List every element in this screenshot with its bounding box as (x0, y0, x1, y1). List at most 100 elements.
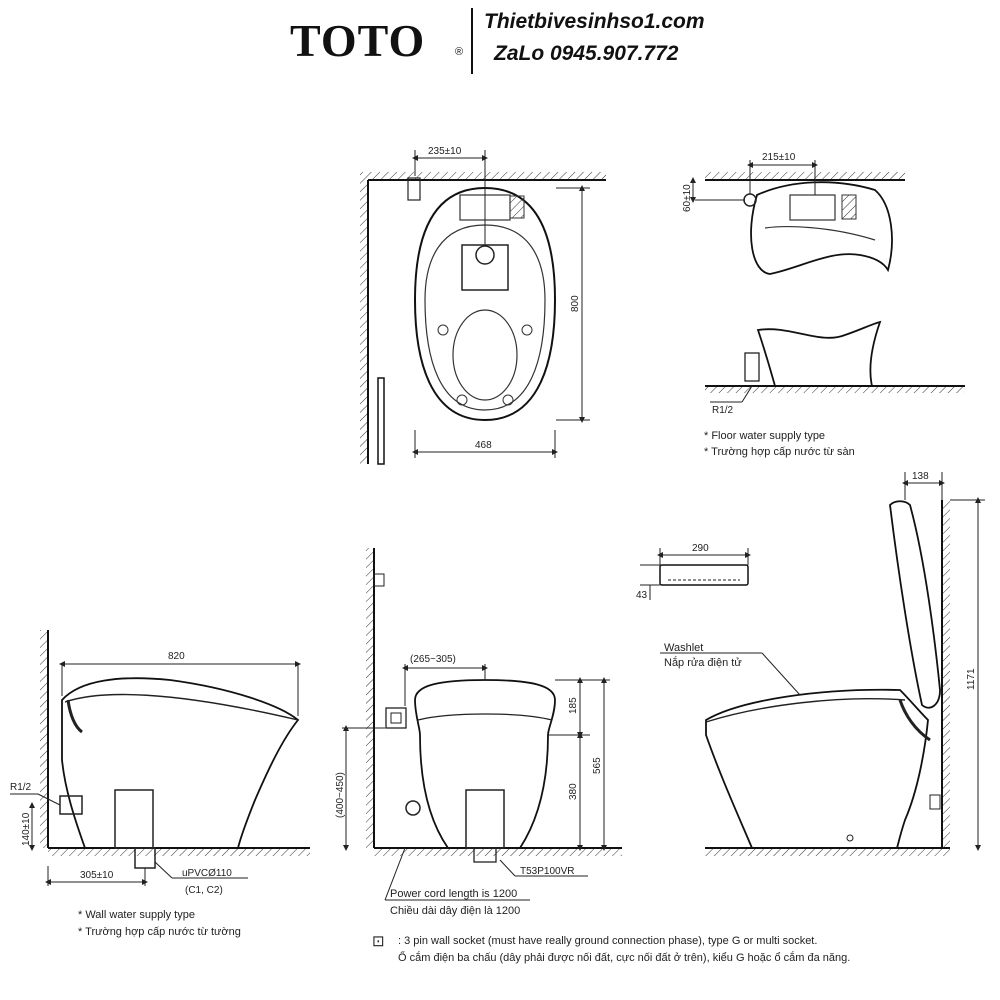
sensor-dot (846, 834, 854, 842)
drain-sub: (C1, C2) (185, 885, 223, 896)
toilet-profile-floor (756, 320, 882, 387)
cord-note-en: Power cord length is 1200 (390, 888, 517, 900)
floor-supply-view: 215±10 60±10 R1/2 * Floor water supply t… (682, 152, 965, 458)
drain-fitting-front (465, 789, 505, 849)
washlet-label-en: Washlet (664, 642, 703, 654)
registered-mark: ® (455, 46, 464, 58)
leader-line (37, 793, 61, 806)
leader-line (499, 859, 516, 877)
remote-body (659, 564, 749, 586)
dim-offset: 305±10 (80, 870, 114, 881)
seat-line-right (705, 698, 906, 723)
floor-note-vi: * Trường hợp cấp nước từ sàn (704, 446, 855, 458)
part-label: T53P100VR (520, 866, 574, 877)
washlet-label-vi: Nắp rửa điện tử (664, 656, 742, 669)
foot-right (502, 394, 514, 406)
toilet-body-front (414, 679, 556, 849)
floor-note-en: * Floor water supply type (704, 430, 825, 442)
hinge-right (898, 699, 931, 742)
seat-line-front (417, 713, 553, 721)
dim-offset: 215±10 (762, 152, 796, 163)
bolt-right (521, 324, 533, 336)
floor-hatch (48, 848, 310, 856)
control-panel (509, 195, 525, 219)
leader-line (154, 861, 173, 879)
wall-hatch (40, 630, 48, 848)
supply-inlet (743, 193, 757, 207)
wall-hatch-left (360, 172, 368, 464)
control-panel-plan (841, 194, 857, 220)
brand-logo: TOTO (290, 15, 426, 66)
toilet-outline-top (413, 186, 557, 422)
socket-inner (390, 712, 402, 724)
dim-total: 565 (592, 757, 603, 774)
wall-hatch (942, 500, 950, 848)
dim-width: (265~305) (410, 654, 456, 665)
wall-socket (385, 707, 407, 729)
dim-height: 1171 (966, 668, 977, 690)
pipe-label: R1/2 (712, 405, 734, 416)
dim-top: 185 (568, 697, 579, 714)
top-plan-view: 235±10 800 468 (360, 146, 606, 465)
drain-fitting-top (461, 244, 509, 291)
dim-remote-width: 290 (692, 543, 709, 554)
socket-note: ⊡ : 3 pin wall socket (must have really … (372, 933, 850, 964)
seat-edge (764, 226, 876, 241)
drain-hole (475, 245, 495, 265)
header-divider (471, 8, 473, 74)
leader-line (384, 847, 406, 901)
open-lid (889, 500, 941, 709)
leader-line (741, 385, 753, 403)
lid-line (64, 693, 299, 721)
drain-label: uPVCØ110 (182, 868, 232, 879)
floor-valve (744, 352, 760, 382)
tank-cover-plan (789, 194, 836, 221)
dim-lid: 138 (912, 471, 929, 482)
wall-note-vi: * Trường hợp cấp nước từ tường (78, 926, 241, 938)
bowl-opening (452, 309, 518, 401)
dim-height: 60±10 (682, 184, 693, 212)
dim-width-bottom: 468 (475, 440, 492, 451)
wall-note-en: * Wall water supply type (78, 909, 195, 921)
wall-hatch (705, 172, 905, 180)
drain-fitting-side (114, 789, 154, 849)
dim-socket-height: (400~450) (335, 772, 346, 818)
toilet-outline-plan (750, 181, 893, 275)
dim-length: 820 (168, 651, 185, 662)
cord-note-vi: Chiều dài dây điện là 1200 (390, 905, 520, 917)
wall-bracket (373, 573, 385, 587)
dim-height: 140±10 (21, 812, 32, 846)
floor-hatch (374, 848, 622, 856)
dim-remote-height: 43 (636, 590, 648, 601)
leader-line (761, 652, 801, 696)
socket-side (377, 377, 385, 465)
foot-left (456, 394, 468, 406)
socket-note-en: : 3 pin wall socket (must have really gr… (398, 935, 817, 947)
open-lid-view: 138 1171 Washlet Nắp rửa điện tử (660, 471, 985, 856)
side-view: 820 R1/2 140±10 305±10 uPVCØ110 (C1, C2)… (10, 630, 310, 938)
socket-symbol: ⊡ (372, 933, 385, 950)
header: TOTO ® Thietbivesinhso1.com ZaLo 0945.90… (0, 0, 1000, 80)
toilet-body-right (705, 688, 929, 849)
bolt-left (437, 324, 449, 336)
dim-mid: 380 (568, 783, 579, 800)
drain-pipe-front (473, 847, 497, 863)
toilet-rim-top (424, 224, 546, 411)
pipe-label: R1/2 (10, 782, 32, 793)
water-valve-top (407, 177, 421, 201)
dim-width-top: 235±10 (428, 146, 462, 157)
front-view: (265~305) (400~450) 185 380 565 T53P100V… (335, 548, 622, 917)
toilet-body-side (61, 677, 300, 849)
floor-hatch (705, 848, 950, 856)
website-text: Thietbivesinhso1.com (484, 10, 705, 33)
remote-control: 290 43 (636, 543, 751, 601)
socket-note-vi: Ổ cắm điện ba chấu (dây phải được nối đấ… (398, 951, 850, 964)
floor-hatch (705, 386, 965, 393)
dim-length: 800 (570, 295, 581, 312)
wall-hatch-top (368, 172, 606, 180)
hinge-cover (66, 699, 83, 734)
contact-text: ZaLo 0945.907.772 (494, 42, 679, 65)
wall-valve-right (929, 794, 941, 810)
valve-knob (405, 800, 421, 816)
